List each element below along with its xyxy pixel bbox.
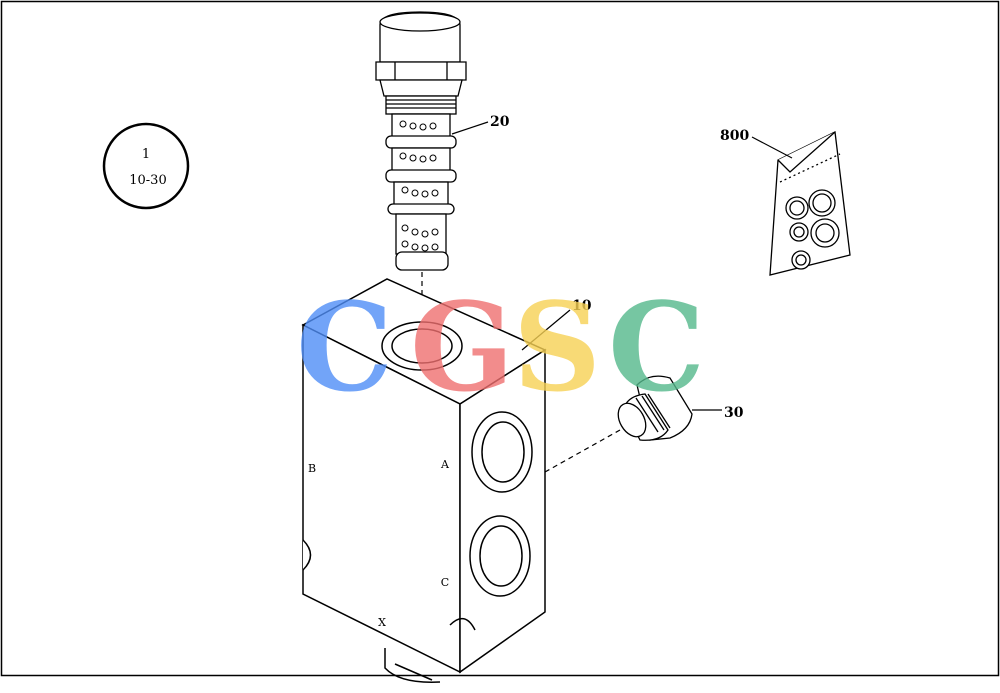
port-label-c: C bbox=[441, 576, 449, 589]
watermark-letter-g: G bbox=[410, 275, 514, 419]
reference-circle: 1 10-30 bbox=[102, 122, 190, 210]
reference-circle-line1: 1 bbox=[142, 147, 150, 162]
port-label-x: X bbox=[378, 616, 386, 629]
reference-circle-line2: 10-30 bbox=[129, 173, 166, 188]
callout-20: 20 bbox=[490, 114, 510, 130]
cartridge-valve bbox=[375, 11, 467, 271]
callout-10: 10 bbox=[572, 298, 592, 314]
valve-block bbox=[301, 278, 547, 683]
drawing-frame bbox=[0, 0, 1000, 677]
port-label-a: A bbox=[440, 458, 450, 471]
leader-lines bbox=[451, 121, 793, 411]
watermark-letter-c1: C bbox=[296, 275, 393, 419]
plug-axis-line bbox=[544, 429, 621, 473]
seal-kit-bag bbox=[769, 131, 851, 276]
watermark-letter-c2: C bbox=[608, 275, 705, 419]
port-plug bbox=[617, 375, 693, 441]
callout-30: 30 bbox=[724, 405, 744, 421]
watermark-letter-s: S bbox=[513, 275, 601, 419]
port-label-b: B bbox=[308, 462, 316, 475]
callout-800: 800 bbox=[720, 128, 749, 144]
watermark: C G S C bbox=[296, 275, 705, 419]
